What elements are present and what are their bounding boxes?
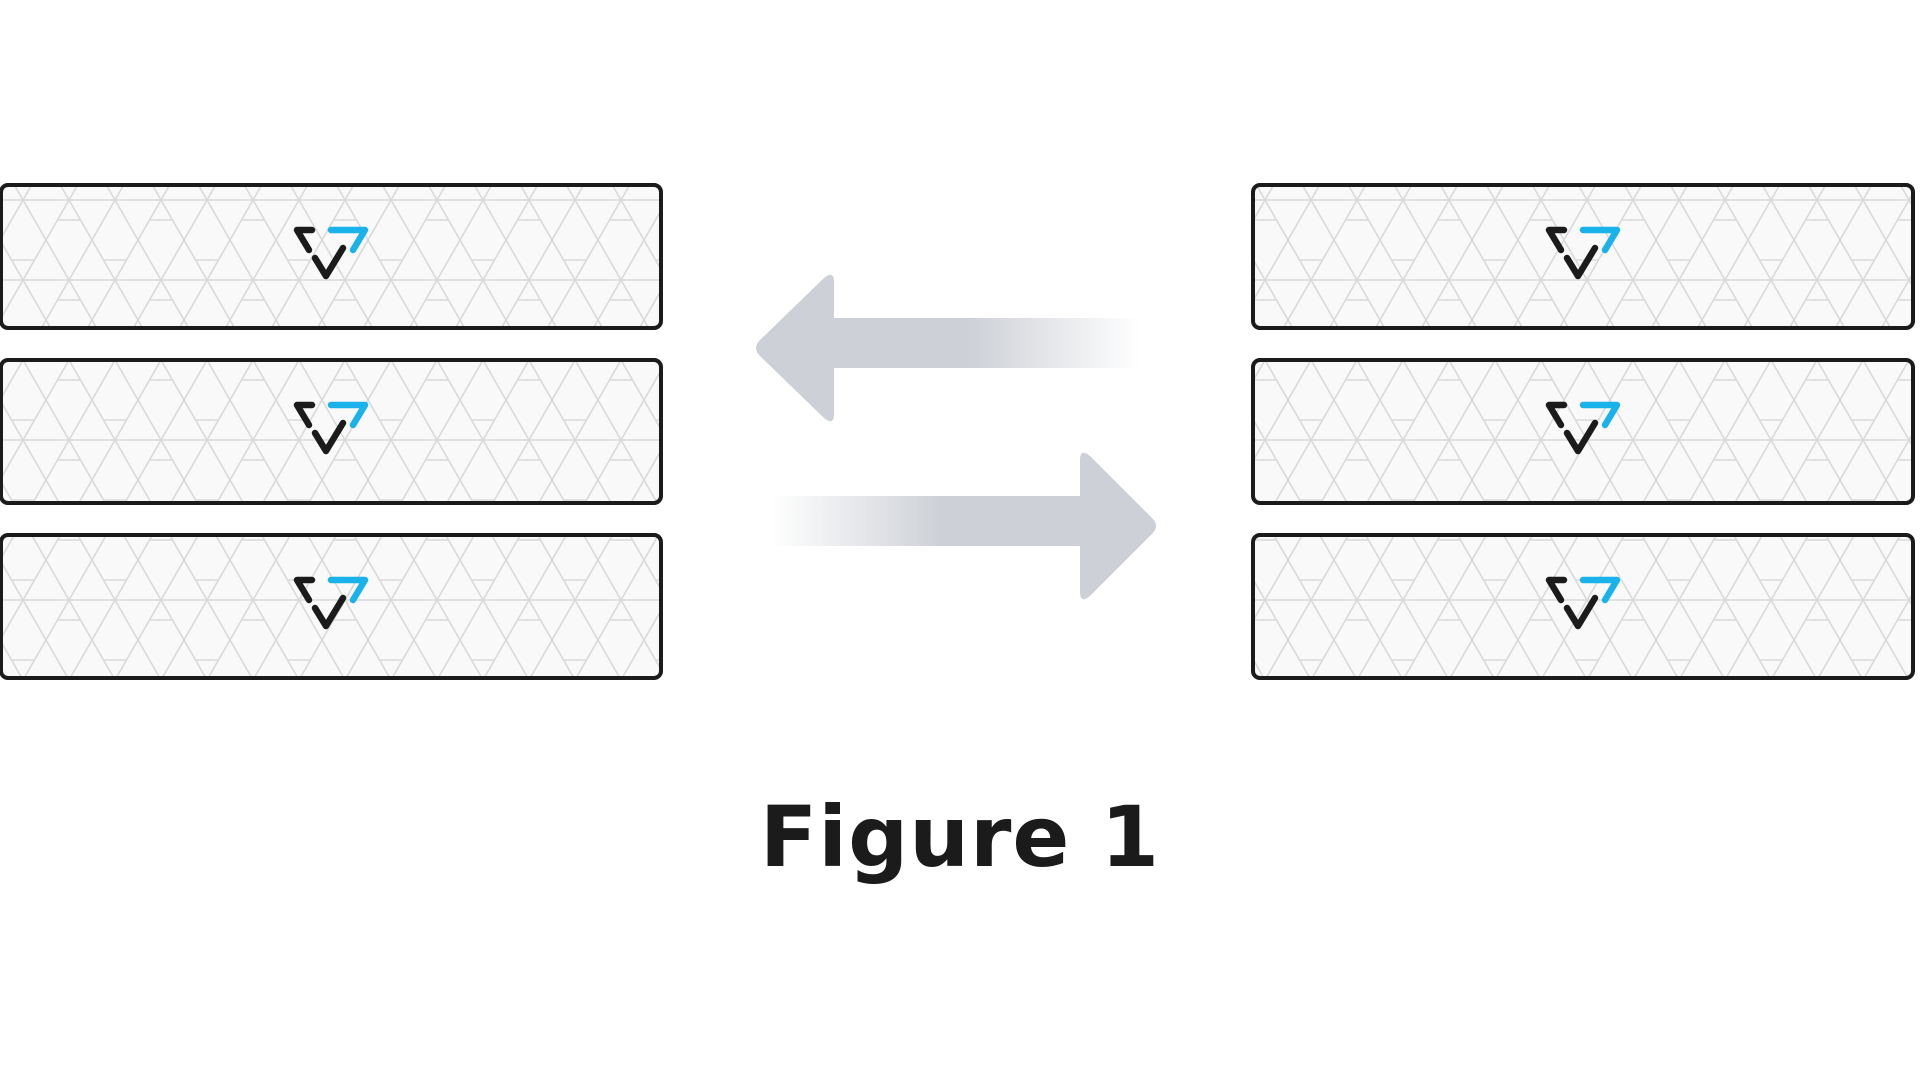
right-panel-group <box>1251 183 1915 680</box>
triangle-check-logo-icon <box>293 226 369 280</box>
triangle-check-logo-icon <box>1545 401 1621 455</box>
left-panel-group <box>0 183 663 680</box>
triangle-check-logo-icon <box>1545 576 1621 630</box>
left-panel-1 <box>0 183 663 330</box>
arrow-left-icon <box>756 274 1140 422</box>
right-panel-2 <box>1251 358 1915 505</box>
arrow-right-icon <box>770 452 1156 600</box>
right-panel-3 <box>1251 533 1915 680</box>
triangle-check-logo-icon <box>293 401 369 455</box>
left-panel-2 <box>0 358 663 505</box>
left-panel-3 <box>0 533 663 680</box>
figure-caption: Figure 1 <box>759 788 1161 886</box>
triangle-check-logo-icon <box>293 576 369 630</box>
triangle-check-logo-icon <box>1545 226 1621 280</box>
right-panel-1 <box>1251 183 1915 330</box>
